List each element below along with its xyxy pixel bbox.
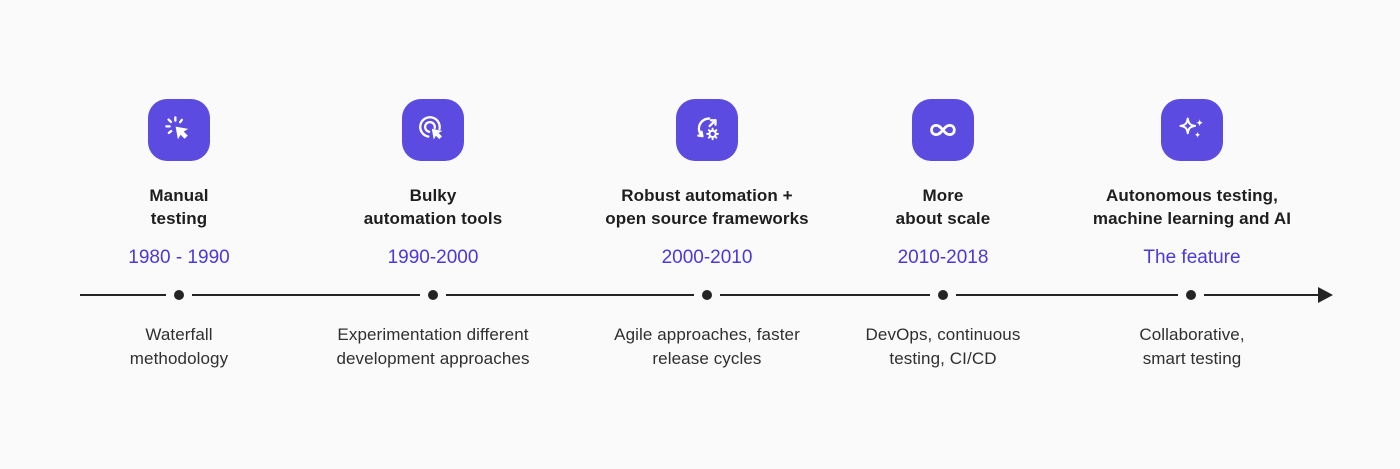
milestone-date: The feature <box>1143 247 1241 268</box>
icon-badge <box>912 99 974 161</box>
process-automation-icon <box>697 117 719 141</box>
milestone-autonomous-testing: Autonomous testing, machine learning and… <box>1032 99 1352 371</box>
milestone-date: 1990-2000 <box>387 247 479 268</box>
milestone-title: Bulky automation tools <box>363 186 503 228</box>
timeline-dot <box>702 290 712 300</box>
milestone-robust-automation: Robust automation + open source framewor… <box>557 99 857 371</box>
milestone-manual-testing: Manual testing 1980 - 1990 Waterfall met… <box>59 99 299 371</box>
manual-click-icon <box>165 116 189 140</box>
milestone-date: 2000-2010 <box>661 247 753 268</box>
icon-badge <box>402 99 464 161</box>
timeline-dot <box>174 290 184 300</box>
milestone-date: 2010-2018 <box>897 247 989 268</box>
milestone-bulky-automation: Bulky automation tools 1990-2000 Experim… <box>283 99 583 371</box>
milestone-title: Autonomous testing, machine learning and… <box>1092 186 1292 228</box>
milestone-description: Collaborative, smart testing <box>1139 325 1245 368</box>
timeline-dot <box>428 290 438 300</box>
icon-badge <box>676 99 738 161</box>
milestone-title: Manual testing <box>149 186 209 228</box>
timeline-dot <box>1186 290 1196 300</box>
milestone-date: 1980 - 1990 <box>128 247 230 268</box>
timeline-arrowhead-icon <box>1318 287 1333 303</box>
timeline-dot <box>938 290 948 300</box>
icon-badge <box>1161 99 1223 161</box>
milestone-more-about-scale: More about scale 2010-2018 DevOps, conti… <box>813 99 1073 371</box>
milestone-description: Waterfall methodology <box>129 325 229 368</box>
milestone-description: Experimentation different development ap… <box>336 325 530 368</box>
timeline-line <box>80 294 1320 296</box>
auto-click-icon <box>419 116 443 140</box>
milestone-title: More about scale <box>895 186 991 228</box>
infinity-icon <box>930 123 956 137</box>
icon-badge <box>148 99 210 161</box>
milestone-description: DevOps, continuous testing, CI/CD <box>865 325 1021 368</box>
milestone-description: Agile approaches, faster release cycles <box>614 325 800 368</box>
sparkles-icon <box>1179 117 1204 138</box>
milestone-title: Robust automation + open source framewor… <box>605 186 809 228</box>
